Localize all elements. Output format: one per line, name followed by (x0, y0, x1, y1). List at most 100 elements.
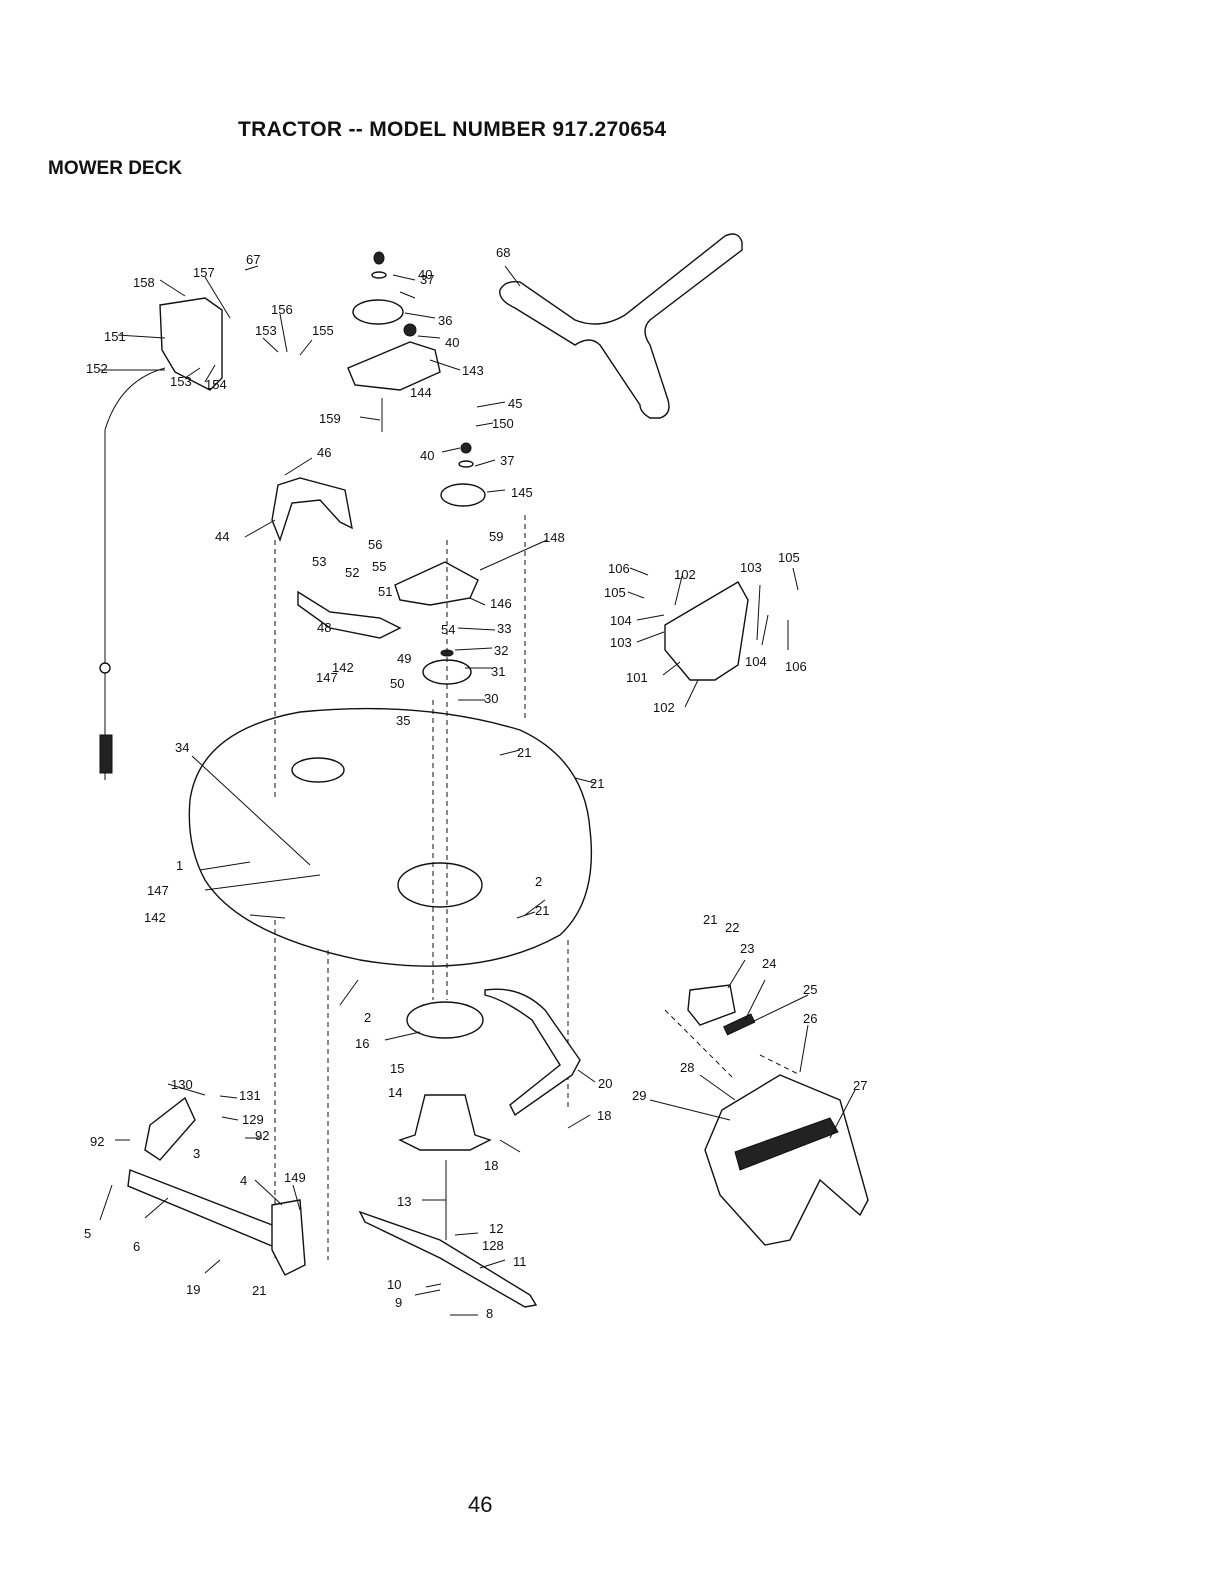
part-callout-21: 21 (590, 776, 604, 791)
part-callout-48: 48 (317, 620, 331, 635)
deflector-101 (664, 581, 749, 681)
part-callout-33: 33 (497, 621, 511, 636)
part-callout-44: 44 (215, 529, 229, 544)
part-callout-54: 54 (441, 622, 455, 637)
part-callout-155: 155 (312, 323, 334, 338)
nut-40a (373, 251, 385, 265)
section-title: MOWER DECK (48, 158, 183, 179)
part-callout-159: 159 (319, 411, 341, 426)
deck-spindle-opening (397, 862, 483, 908)
part-callout-21: 21 (252, 1283, 266, 1298)
part-callout-56: 56 (368, 537, 382, 552)
part-callout-67: 67 (246, 252, 260, 267)
part-callout-105: 105 (778, 550, 800, 565)
part-callout-32: 32 (494, 643, 508, 658)
part-callout-143: 143 (462, 363, 484, 378)
part-callout-145: 145 (511, 485, 533, 500)
part-callout-157: 157 (193, 265, 215, 280)
part-callout-19: 19 (186, 1282, 200, 1297)
part-callout-21: 21 (703, 912, 717, 927)
part-callout-142: 142 (332, 660, 354, 675)
part-callout-35: 35 (396, 713, 410, 728)
blade-11 (358, 1210, 538, 1308)
part-callout-4: 4 (240, 1173, 247, 1188)
part-callout-24: 24 (762, 956, 776, 971)
part-callout-104: 104 (745, 654, 767, 669)
part-callout-15: 15 (390, 1061, 404, 1076)
deck-left-pulley (291, 757, 345, 783)
part-callout-25: 25 (803, 982, 817, 997)
part-callout-50: 50 (390, 676, 404, 691)
part-callout-53: 53 (312, 554, 326, 569)
part-callout-36: 36 (438, 313, 452, 328)
part-callout-3: 3 (193, 1146, 200, 1161)
part-callout-23: 23 (740, 941, 754, 956)
part-callout-37: 37 (500, 453, 514, 468)
part-callout-151: 151 (104, 329, 126, 344)
part-callout-59: 59 (489, 529, 503, 544)
part-callout-16: 16 (355, 1036, 369, 1051)
belt-guard-44 (271, 477, 353, 543)
part-callout-2: 2 (364, 1010, 371, 1025)
part-callout-142: 142 (144, 910, 166, 925)
part-callout-105: 105 (604, 585, 626, 600)
part-callout-130: 130 (171, 1077, 193, 1092)
part-callout-46: 46 (317, 445, 331, 460)
part-callout-153: 153 (170, 374, 192, 389)
discharge-chute-27 (704, 1074, 869, 1246)
part-callout-12: 12 (489, 1221, 503, 1236)
part-callout-92: 92 (255, 1128, 269, 1143)
drive-belt (499, 233, 743, 419)
part-callout-30: 30 (484, 691, 498, 706)
part-callout-158: 158 (133, 275, 155, 290)
part-callout-40: 40 (418, 267, 432, 282)
part-callout-150: 150 (492, 416, 514, 431)
washer-37a (371, 271, 387, 279)
part-callout-147: 147 (316, 670, 338, 685)
part-callout-14: 14 (388, 1085, 402, 1100)
leader-lines (99, 265, 856, 1316)
part-callout-11: 11 (513, 1254, 527, 1269)
part-callout-101: 101 (626, 670, 648, 685)
bracket-3 (144, 1096, 196, 1161)
front-link-6 (127, 1169, 283, 1247)
part-callout-147: 147 (147, 883, 169, 898)
part-callout-40: 40 (420, 448, 434, 463)
chute-stripe (734, 1117, 839, 1171)
part-callout-2: 2 (535, 874, 542, 889)
part-callout-8: 8 (486, 1306, 493, 1321)
part-callout-106: 106 (608, 561, 630, 576)
part-callout-22: 22 (725, 920, 739, 935)
part-callout-20: 20 (598, 1076, 612, 1091)
part-callout-144: 144 (410, 385, 432, 400)
part-callout-146: 146 (490, 596, 512, 611)
part-callout-27: 27 (853, 1078, 867, 1093)
part-callout-129: 129 (242, 1112, 264, 1127)
spindle-guard-16 (406, 1001, 484, 1039)
part-callout-102: 102 (653, 700, 675, 715)
drawing (99, 233, 869, 1316)
deck-support-20 (484, 988, 581, 1117)
part-callout-92: 92 (90, 1134, 104, 1149)
pulley-145 (440, 483, 486, 507)
mower-deck-housing (188, 707, 593, 967)
part-callout-156: 156 (271, 302, 293, 317)
part-callout-10: 10 (387, 1277, 401, 1292)
part-callout-152: 152 (86, 361, 108, 376)
page-number: 46 (468, 1492, 493, 1517)
idler-bracket-143 (347, 341, 441, 391)
washer-37b (458, 460, 474, 468)
pulley-36 (352, 299, 404, 325)
chute-bracket-23 (687, 984, 736, 1026)
part-callout-68: 68 (496, 245, 510, 260)
part-callouts: 1223456891011121281314151618181920212121… (84, 245, 867, 1321)
cable-ferrule (99, 662, 111, 674)
part-callout-49: 49 (397, 651, 411, 666)
part-callout-29: 29 (632, 1088, 646, 1103)
spindle-housing-14 (398, 1094, 492, 1151)
part-callout-103: 103 (610, 635, 632, 650)
part-callout-18: 18 (597, 1108, 611, 1123)
part-callout-18: 18 (484, 1158, 498, 1173)
part-callout-37: 37 (420, 272, 434, 287)
part-callout-40: 40 (445, 335, 459, 350)
